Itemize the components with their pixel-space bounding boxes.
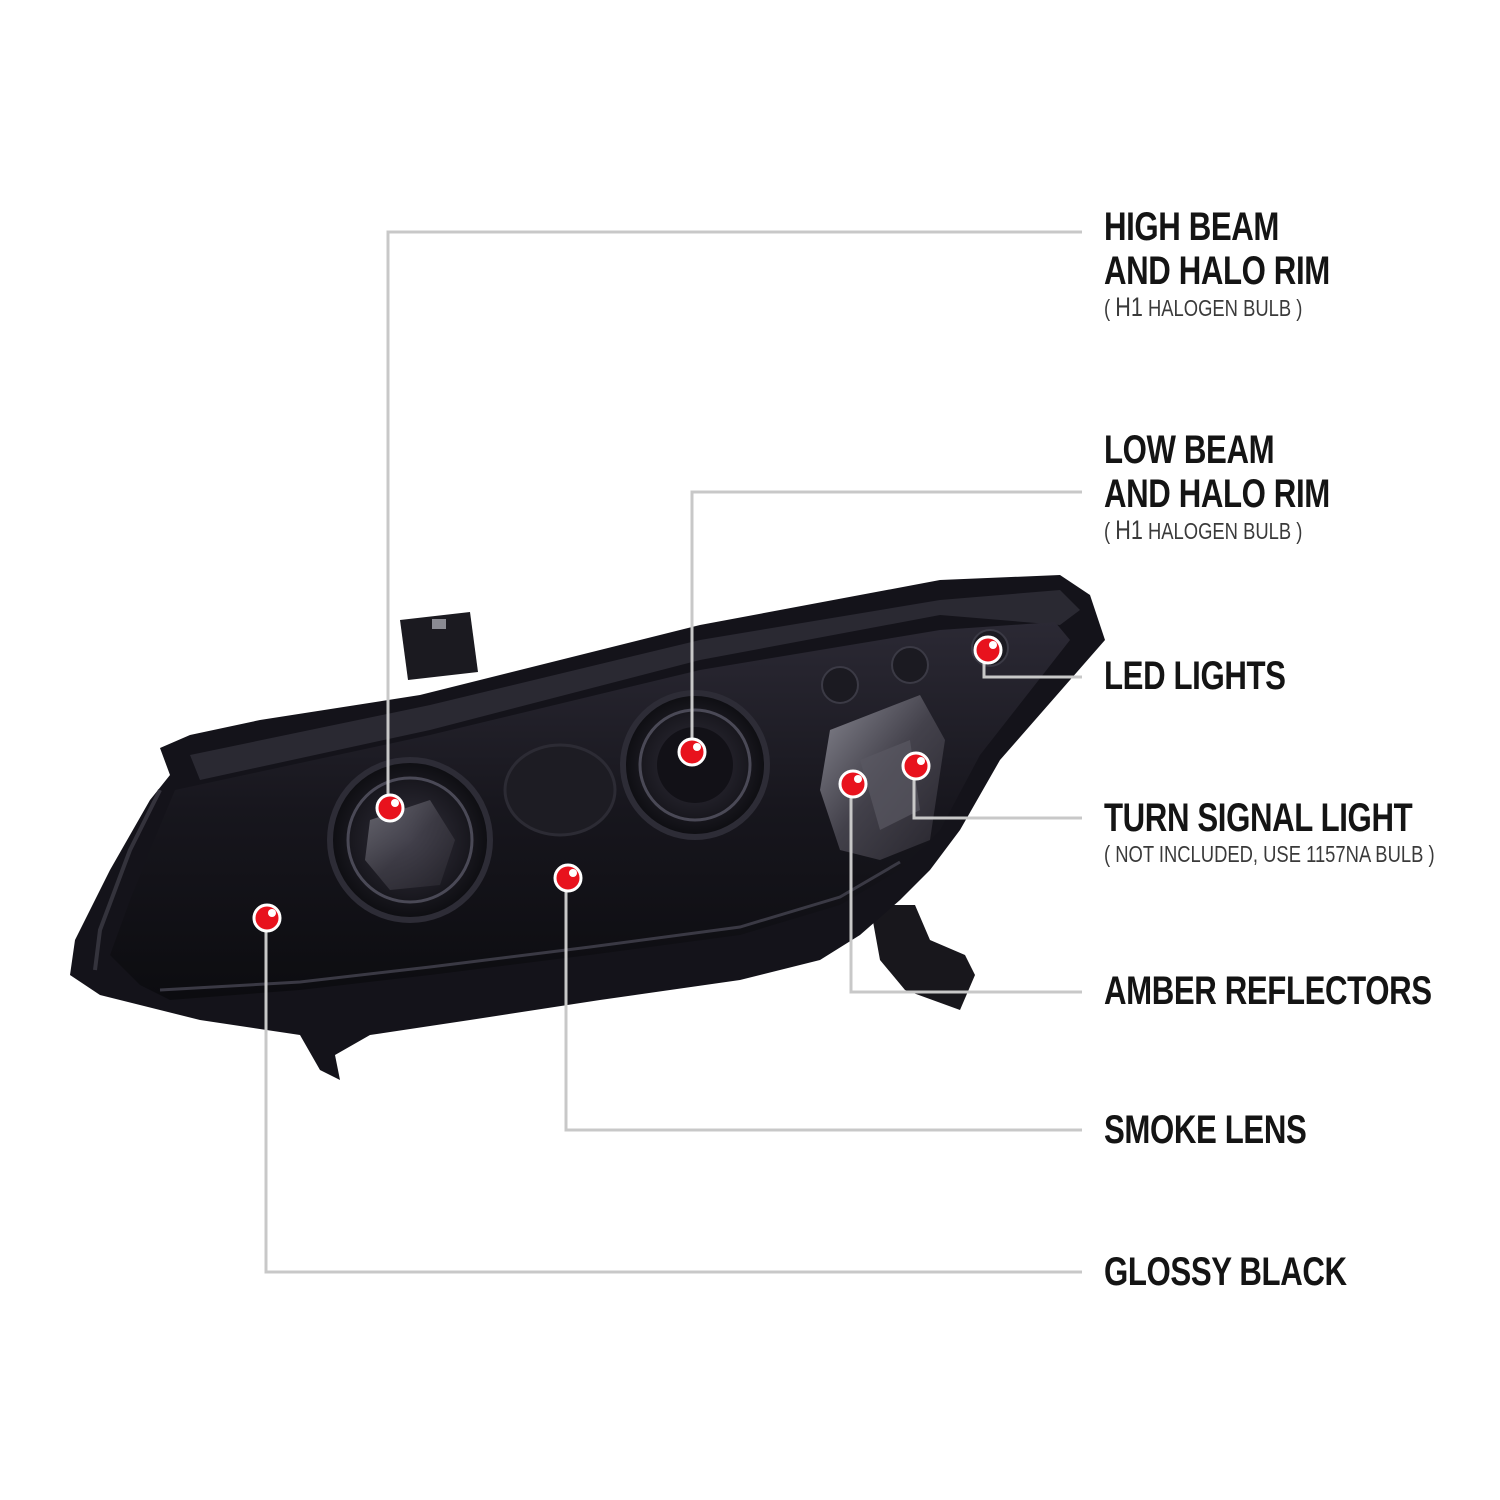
- leader-turn-signal: [912, 768, 1082, 820]
- leader-low-beam: [690, 490, 1082, 752]
- callout-glossy-black: GLOSSY BLACK: [1104, 1250, 1415, 1294]
- led-lights-title: LED LIGHTS: [1104, 654, 1286, 698]
- marker-low-beam: [677, 737, 707, 767]
- callout-low-beam: LOW BEAM AND HALO RIM ( H1 HALOGEN BULB …: [1104, 428, 1394, 545]
- leader-amber-reflectors: [849, 786, 1082, 994]
- lens-edge-left: [93, 789, 162, 971]
- leader-high-beam: [386, 230, 1082, 808]
- turn-signal-title: TURN SIGNAL LIGHT: [1104, 796, 1413, 840]
- marker-amber-reflectors: [838, 769, 868, 799]
- high-beam-subtitle: ( H1 HALOGEN BULB ): [1104, 292, 1303, 322]
- amber-reflectors-title: AMBER REFLECTORS: [1104, 969, 1432, 1013]
- low-beam-title-line1: LOW BEAM: [1104, 428, 1275, 472]
- leader-glossy-black: [264, 920, 1082, 1274]
- callout-amber-reflectors: AMBER REFLECTORS: [1104, 969, 1500, 1013]
- high-beam-title-line2: AND HALO RIM: [1104, 249, 1330, 293]
- marker-smoke-lens: [553, 863, 583, 893]
- glossy-black-title: GLOSSY BLACK: [1104, 1250, 1347, 1294]
- marker-turn-signal: [901, 751, 931, 781]
- callout-high-beam: HIGH BEAM AND HALO RIM ( H1 HALOGEN BULB…: [1104, 205, 1394, 322]
- callout-led-lights: LED LIGHTS: [1104, 654, 1337, 698]
- upper-bezel: [190, 590, 1080, 780]
- leader-smoke-lens: [564, 880, 1082, 1132]
- turn-signal-subtitle: ( NOT INCLUDED, USE 1157NA BULB ): [1104, 841, 1435, 867]
- high-beam-projector: [327, 757, 493, 923]
- marker-glossy-black: [252, 903, 282, 933]
- lower-bracket: [870, 905, 975, 1010]
- marker-led-lights: [973, 635, 1003, 665]
- low-beam-subtitle: ( H1 HALOGEN BULB ): [1104, 515, 1303, 545]
- callout-smoke-lens: SMOKE LENS: [1104, 1108, 1363, 1152]
- mounting-tab-top: [400, 612, 478, 680]
- low-beam-title-line2: AND HALO RIM: [1104, 472, 1330, 516]
- marker-high-beam: [375, 793, 405, 823]
- callout-turn-signal: TURN SIGNAL LIGHT ( NOT INCLUDED, USE 11…: [1104, 796, 1500, 868]
- lower-trim: [159, 860, 901, 992]
- markers: [252, 635, 1003, 933]
- leader-lines: [264, 230, 1082, 1274]
- smoke-lens-title: SMOKE LENS: [1104, 1108, 1307, 1152]
- high-beam-title-line1: HIGH BEAM: [1104, 205, 1280, 249]
- center-reflector: [503, 743, 617, 837]
